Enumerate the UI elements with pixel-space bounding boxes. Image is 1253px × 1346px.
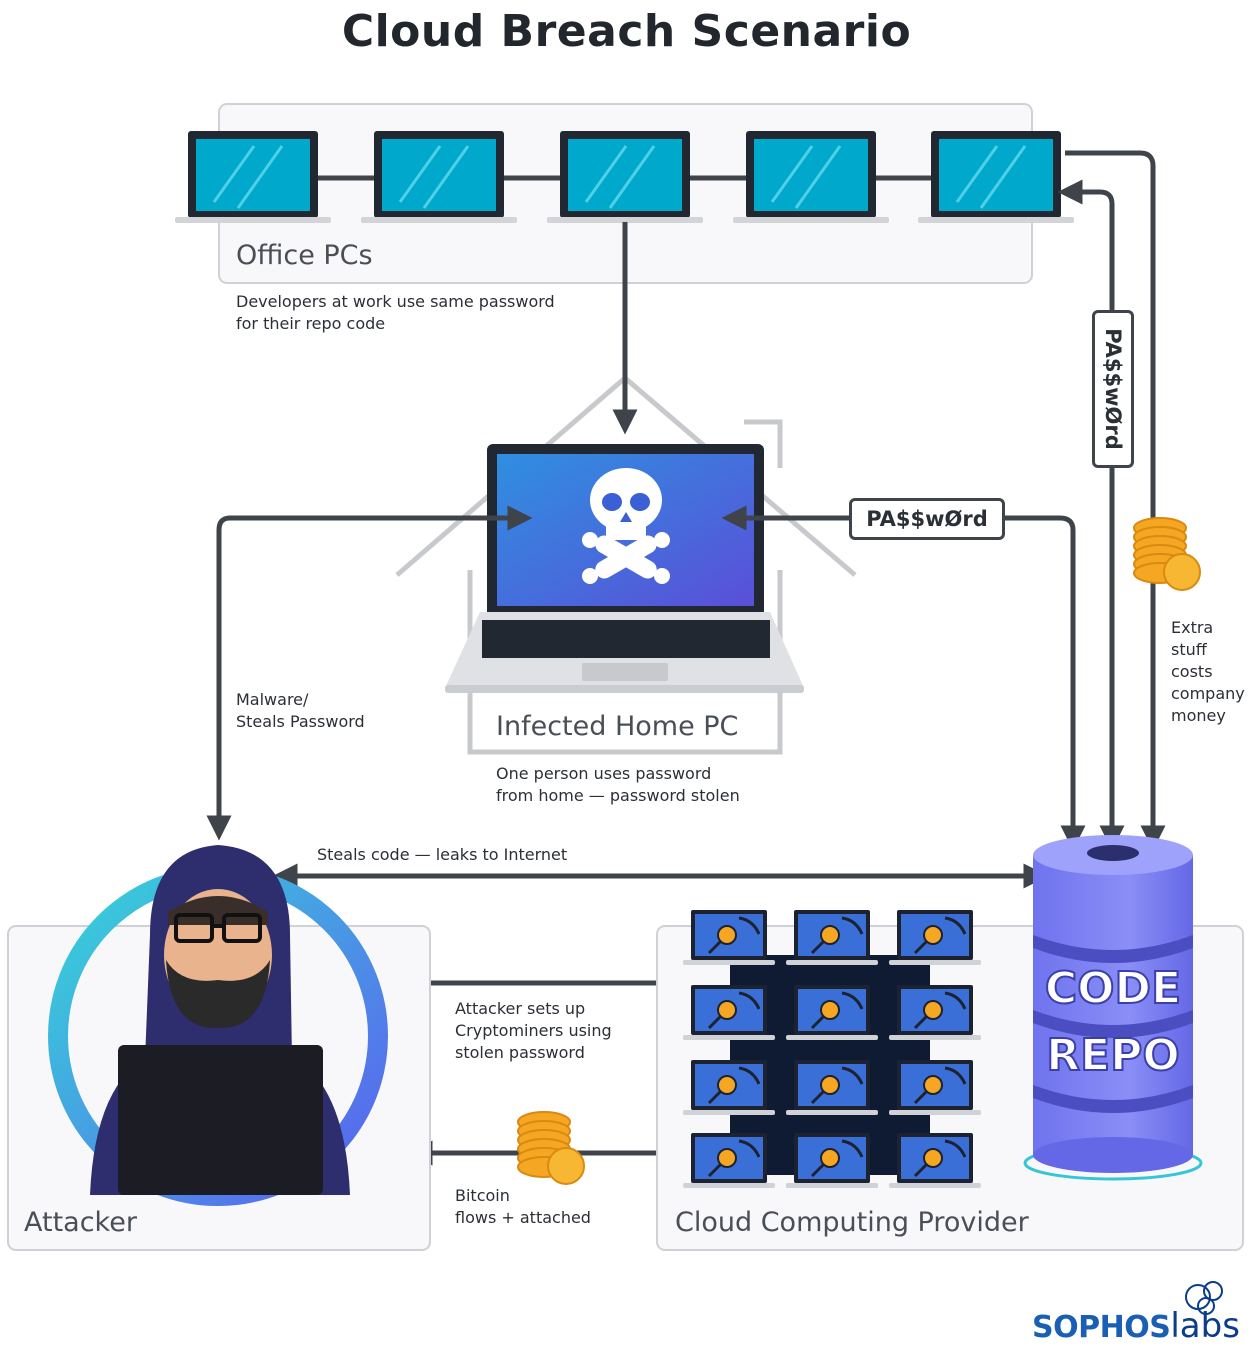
office-panel-label: Office PCs [236,240,373,271]
sophoslabs-logo: SOPHOSlabs [1032,1306,1240,1346]
office-laptop-icon [175,131,331,223]
attacker-panel-label: Attacker [24,1207,137,1238]
cryptominer-note-line3: stolen password [455,1043,585,1062]
extra-costs-line: Extra [1171,618,1214,637]
office-note-line2: for their repo code [236,314,386,333]
office-laptop-icon [733,131,889,223]
password-tag-vertical: PA$$wØrd [1092,310,1134,468]
cryptominer-laptop-icon [786,1133,878,1188]
office-note-line1: Developers at work use same password [236,292,555,311]
steals-code-note: Steals code — leaks to Internet [317,845,568,864]
skull-crossbones-icon [582,468,670,584]
home-note-line2: from home — password stolen [496,786,740,805]
logo-brand: SOPHOS [1032,1310,1171,1345]
malware-note-line1: Malware/ [236,690,309,709]
cryptominer-laptop-icon [786,1060,878,1115]
page-title: Cloud Breach Scenario [341,6,912,57]
malware-note-line2: Steals Password [236,712,365,731]
cryptominer-note-line2: Cryptominers using [455,1021,612,1040]
office-laptop-icon [361,131,517,223]
extra-costs-line: money [1171,706,1226,725]
bitcoin-coins-icon [1133,517,1201,591]
cloud-panel-label: Cloud Computing Provider [675,1207,1029,1238]
cryptominer-laptop-icon [786,985,878,1040]
cryptominer-laptop-icon [889,1060,981,1115]
repo-label-line2: REPO [1046,1030,1180,1081]
cryptominer-laptop-icon [683,985,775,1040]
attacker-avatar-icon [48,845,388,1206]
office-laptop-icon [547,131,703,223]
bitcoin-note-line1: Bitcoin [455,1186,510,1205]
extra-costs-line: stuff [1171,640,1207,659]
password-tag-vertical-text: PA$$wØrd [1101,328,1125,450]
cryptominer-laptop-icon [889,910,981,965]
arrow-password-to-office [1057,179,1125,851]
cryptominer-laptop-icon [889,1133,981,1188]
bitcoin-note-line2: flows + attached [455,1208,591,1227]
code-repo-cylinder-icon [1023,835,1203,1181]
extra-costs-line: company [1171,684,1245,703]
bitcoin-coins-icon [517,1111,585,1185]
cryptominer-grid [683,910,981,1188]
cryptominer-laptop-icon [683,910,775,965]
sophoslabs-logo-mark [1185,1281,1223,1315]
home-panel-label: Infected Home PC [496,711,739,742]
office-laptop-icon [918,131,1074,223]
logo-suffix: labs [1170,1306,1240,1346]
extra-costs-line: costs [1171,662,1213,681]
home-note-line1: One person uses password [496,764,712,783]
arrow-malware [206,505,533,841]
cryptominer-note-line1: Attacker sets up [455,999,586,1018]
arrow-office-to-repo [1065,150,1166,851]
password-tag-horizontal: PA$$wØrd [849,498,1005,540]
cryptominer-laptop-icon [786,910,878,965]
cryptominer-laptop-icon [683,1060,775,1115]
cryptominer-laptop-icon [683,1133,775,1188]
repo-label-line1: CODE [1045,963,1181,1014]
cryptominer-laptop-icon [889,985,981,1040]
